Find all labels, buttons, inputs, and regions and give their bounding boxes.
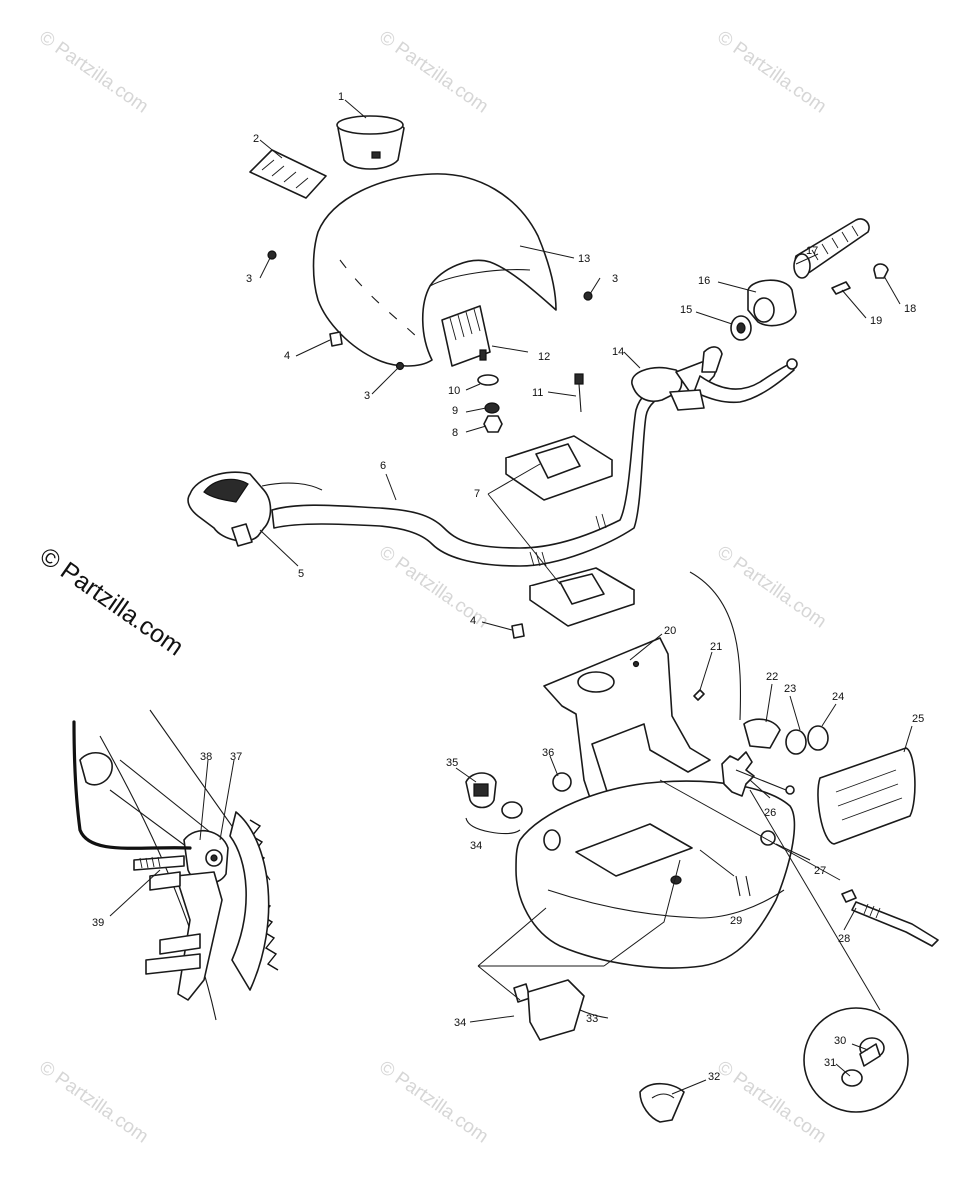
leader-lines (109, 99, 913, 1095)
watermark-corner: © Partzilla.com (35, 542, 189, 662)
callout-28: 28 (838, 933, 850, 945)
callout-18: 18 (904, 303, 916, 315)
callout-13: 13 (578, 253, 590, 265)
part-brake-inset (72, 709, 279, 1021)
part-comb-bracket (441, 305, 491, 367)
callout-30: 30 (834, 1035, 846, 1047)
callout-15: 15 (680, 304, 692, 316)
part-mount-bracket (543, 637, 711, 841)
part-left-switch (187, 471, 323, 547)
callout-35: 35 (446, 757, 458, 769)
callout-26: 26 (764, 807, 776, 819)
callout-8: 8 (452, 427, 458, 439)
watermark-top-left: © Partzilla.com (35, 27, 152, 118)
callout-6: 6 (380, 460, 386, 472)
callout-36: 36 (542, 747, 554, 759)
callout-16: 16 (698, 275, 710, 287)
callout-31: 31 (824, 1057, 836, 1069)
part-detail-circle (803, 1007, 909, 1113)
callout-4-upper: 4 (284, 350, 290, 362)
callout-3-left: 3 (246, 273, 252, 285)
callouts: 1 2 3 3 3 4 4 5 6 7 8 9 10 11 12 13 14 1… (92, 91, 924, 1083)
callout-17: 17 (806, 245, 818, 257)
part-switch-35-36 (465, 772, 572, 835)
part-clamp-upper (505, 435, 613, 501)
watermark-bottom-left: © Partzilla.com (35, 1057, 152, 1148)
callout-37: 37 (230, 751, 242, 763)
callout-3-right: 3 (612, 273, 618, 285)
callout-21: 21 (710, 641, 722, 653)
callout-24: 24 (832, 691, 844, 703)
callout-20: 20 (664, 625, 676, 637)
part-throttle-assembly (730, 218, 889, 341)
part-gauge-cup (336, 115, 405, 170)
callout-2: 2 (253, 133, 259, 145)
callout-25: 25 (912, 713, 924, 725)
callout-1: 1 (338, 91, 344, 103)
watermark-bottom-center: © Partzilla.com (375, 1057, 492, 1148)
callout-34-upper: 34 (470, 840, 482, 852)
callout-27: 27 (814, 865, 826, 877)
callout-32: 32 (708, 1071, 720, 1083)
watermark-mid-right: © Partzilla.com (713, 542, 830, 633)
callout-11: 11 (532, 387, 543, 399)
callout-10: 10 (448, 385, 460, 397)
callout-19: 19 (870, 315, 882, 327)
watermark-top-right: © Partzilla.com (713, 27, 830, 118)
callout-34-lower: 34 (454, 1017, 466, 1029)
callout-9: 9 (452, 405, 458, 417)
callout-22: 22 (766, 671, 778, 683)
watermark-top-center: © Partzilla.com (375, 27, 492, 118)
part-lower-housing (515, 780, 796, 969)
part-clip (639, 1082, 685, 1123)
callout-7: 7 (474, 488, 480, 500)
part-master-cylinder (631, 346, 798, 411)
part-headlight-group (689, 571, 939, 947)
callout-38: 38 (200, 751, 212, 763)
callout-3-lower: 3 (364, 390, 370, 402)
part-switch-34 (513, 979, 609, 1041)
callout-14: 14 (612, 346, 624, 358)
callout-29: 29 (730, 915, 742, 927)
part-switch-strip (249, 149, 327, 199)
callout-39: 39 (92, 917, 104, 929)
callout-33: 33 (586, 1013, 598, 1025)
part-clamp-lower (529, 567, 635, 627)
part-pod-cover (312, 173, 557, 367)
part-screws-upper (267, 250, 593, 639)
callout-4-lower: 4 (470, 615, 476, 627)
callout-23: 23 (784, 683, 796, 695)
callout-12: 12 (538, 351, 550, 363)
callout-5: 5 (298, 568, 304, 580)
